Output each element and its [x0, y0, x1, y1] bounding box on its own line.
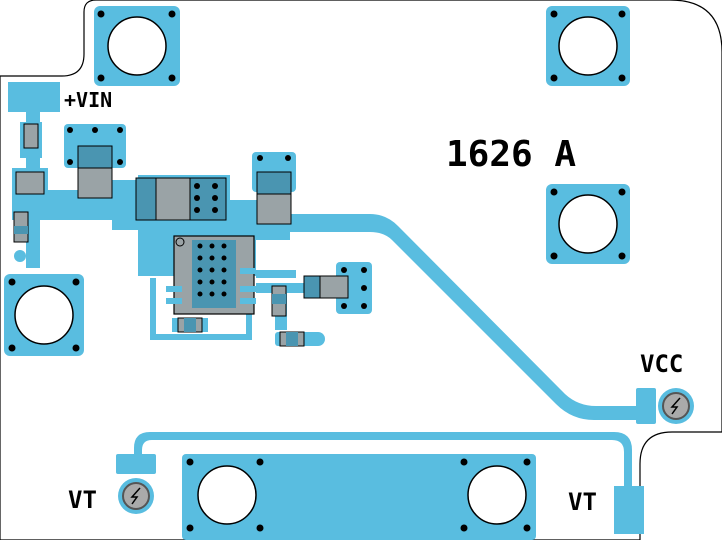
vcc-pad	[636, 388, 656, 424]
via-left	[14, 250, 26, 262]
mounting-hole-left	[4, 274, 84, 356]
vt-right-label: VT	[568, 488, 597, 516]
mounting-pads	[4, 6, 630, 540]
mounting-hole-mid-right	[546, 184, 630, 264]
output-capacitor	[252, 152, 296, 225]
vt-left-pad	[116, 454, 156, 474]
vin-label: +VIN	[64, 88, 112, 112]
cap-c1	[23, 123, 39, 149]
lightning-bolt-icon	[130, 487, 141, 505]
input-capacitor	[64, 124, 126, 199]
test-point-vcc[interactable]	[658, 388, 694, 424]
mounting-hole-top-right	[546, 6, 630, 86]
part-number-label: 1626 A	[446, 134, 576, 175]
lightning-bolt-icon	[670, 397, 681, 415]
inductor	[135, 177, 227, 221]
fb-via	[311, 332, 325, 346]
vt-left-label: VT	[68, 486, 97, 514]
test-point-vt-left[interactable]	[118, 478, 154, 514]
fb-trace-2	[256, 270, 296, 278]
vin-pad	[8, 82, 60, 112]
mounting-hole-bottom-bar	[182, 454, 536, 540]
ic-module	[166, 235, 256, 315]
cap-c3	[303, 262, 372, 314]
cap-c2	[15, 171, 45, 195]
mounting-hole-top-left	[94, 6, 180, 86]
res-r1-pad	[14, 226, 28, 234]
components	[8, 82, 656, 534]
vt-right-pad	[614, 486, 644, 534]
vcc-label: VCC	[640, 350, 683, 378]
vt-trace	[134, 432, 632, 490]
